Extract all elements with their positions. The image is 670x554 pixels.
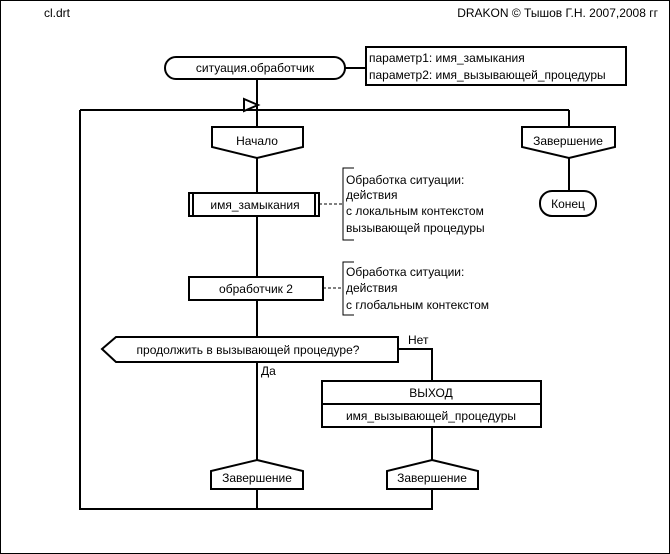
end-terminator-label: Конец (551, 197, 585, 211)
branch-end-left-label: Завершение (222, 471, 292, 485)
branch-end-right: Завершение (386, 458, 479, 490)
branch-start-label: Начало (236, 134, 278, 148)
param-2: параметр2: имя_вызывающей_процедуры (369, 68, 606, 82)
closure-call-block: имя_замыкания (188, 192, 320, 217)
comment1-line-4: вызывающей процедуры (346, 221, 485, 235)
exit-arg: имя_вызывающей_процедуры (346, 409, 516, 423)
branch-end-left: Завершение (210, 458, 304, 490)
title-terminator: ситуация.обработчик (164, 56, 346, 80)
exit-block: ВЫХОД имя_вызывающей_процедуры (321, 380, 542, 428)
handler2-label: обработчик 2 (219, 282, 293, 296)
params-box: параметр1: имя_замыкания параметр2: имя_… (365, 46, 627, 86)
question-label: продолжить в вызывающей процедуре? (137, 343, 360, 357)
comment-2: Обработка ситуации: действия с глобальны… (342, 261, 489, 316)
exit-title: ВЫХОД (409, 386, 452, 400)
end-terminator: Конец (539, 190, 597, 217)
branch-end-top-label: Завершение (533, 134, 603, 148)
handler2-block: обработчик 2 (188, 276, 324, 301)
yes-label: Да (261, 364, 276, 378)
branch-start: Начало (211, 126, 304, 160)
branch-end-right-label: Завершение (397, 471, 467, 485)
file-name: cl.drt (44, 6, 71, 20)
title-text: ситуация.обработчик (196, 61, 315, 75)
comment2-line-3: с глобальным контекстом (346, 298, 489, 312)
no-label: Нет (408, 333, 429, 347)
branch-end-top: Завершение (521, 126, 616, 160)
copyright-text: DRAKON © Тышов Г.Н. 2007,2008 гг (457, 6, 658, 20)
comment1-line-3: с локальным контекстом (346, 204, 484, 218)
param-1: параметр1: имя_замыкания (369, 51, 525, 65)
question-block: продолжить в вызывающей процедуре? (100, 336, 399, 363)
loop-arrow-icon (243, 97, 261, 113)
comment2-line-1: Обработка ситуации: (346, 265, 464, 279)
comment1-line-2: действия (346, 188, 397, 202)
flow-lines (79, 67, 570, 510)
closure-call-label: имя_замыкания (210, 198, 299, 212)
comment-1: Обработка ситуации: действия с локальным… (342, 167, 485, 241)
comment2-line-2: действия (346, 281, 397, 295)
comment1-line-1: Обработка ситуации: (346, 173, 464, 187)
